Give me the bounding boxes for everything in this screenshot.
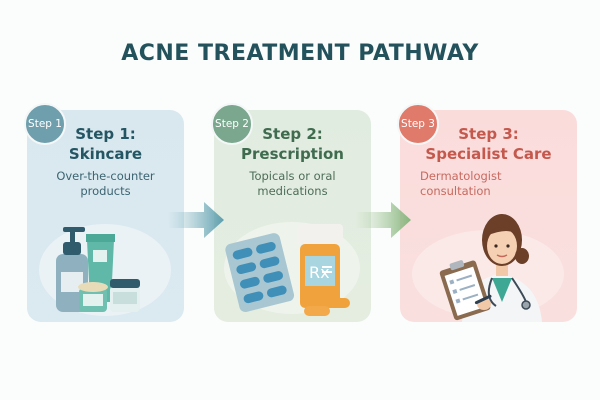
step-3-title-line2: Specialist Care <box>425 145 552 163</box>
step-1-badge: Step 1 <box>24 103 66 145</box>
step-1-subtitle: Over-the-counter products <box>27 169 184 199</box>
step-3-subtitle-line2: consultation <box>420 184 491 198</box>
arrow-right-icon <box>168 202 224 238</box>
step-2-title-line1: Step 2: <box>262 125 323 143</box>
step-3-badge: Step 3 <box>397 103 439 145</box>
step-2-subtitle: Topicals or oral medications <box>214 169 371 199</box>
step-1-subtitle-line2: products <box>80 184 131 198</box>
step-1-card: Step 1: Skincare Over-the-counter produc… <box>27 110 184 322</box>
step-3-title-line1: Step 3: <box>458 125 519 143</box>
step-1-title-line1: Step 1: <box>75 125 136 143</box>
step-1-title: Step 1: Skincare <box>27 124 184 164</box>
step-1-title-line2: Skincare <box>68 145 143 163</box>
medication-bottle-and-pills-icon: Rx <box>224 222 360 316</box>
step-2-title-line2: Prescription <box>241 145 344 163</box>
step-3-card: Step 3: Specialist Care Dermatologist co… <box>400 110 577 322</box>
step-1-subtitle-line1: Over-the-counter <box>56 169 155 183</box>
step-3-subtitle: Dermatologist consultation <box>400 169 577 199</box>
step-2-card: Step 2: Prescription Topicals or oral me… <box>214 110 371 322</box>
skincare-products-icon <box>39 224 171 316</box>
step-3-title: Step 3: Specialist Care <box>400 124 577 164</box>
step-2-title: Step 2: Prescription <box>214 124 371 164</box>
arrow-right-icon <box>355 202 411 238</box>
step-2-subtitle-line2: medications <box>257 184 328 198</box>
dermatologist-doctor-icon <box>412 214 564 322</box>
step-3-subtitle-line1: Dermatologist <box>420 169 502 183</box>
step-2-subtitle-line1: Topicals or oral <box>249 169 336 183</box>
step-2-badge: Step 2 <box>211 103 253 145</box>
page-title: ACNE TREATMENT PATHWAY <box>121 41 479 66</box>
